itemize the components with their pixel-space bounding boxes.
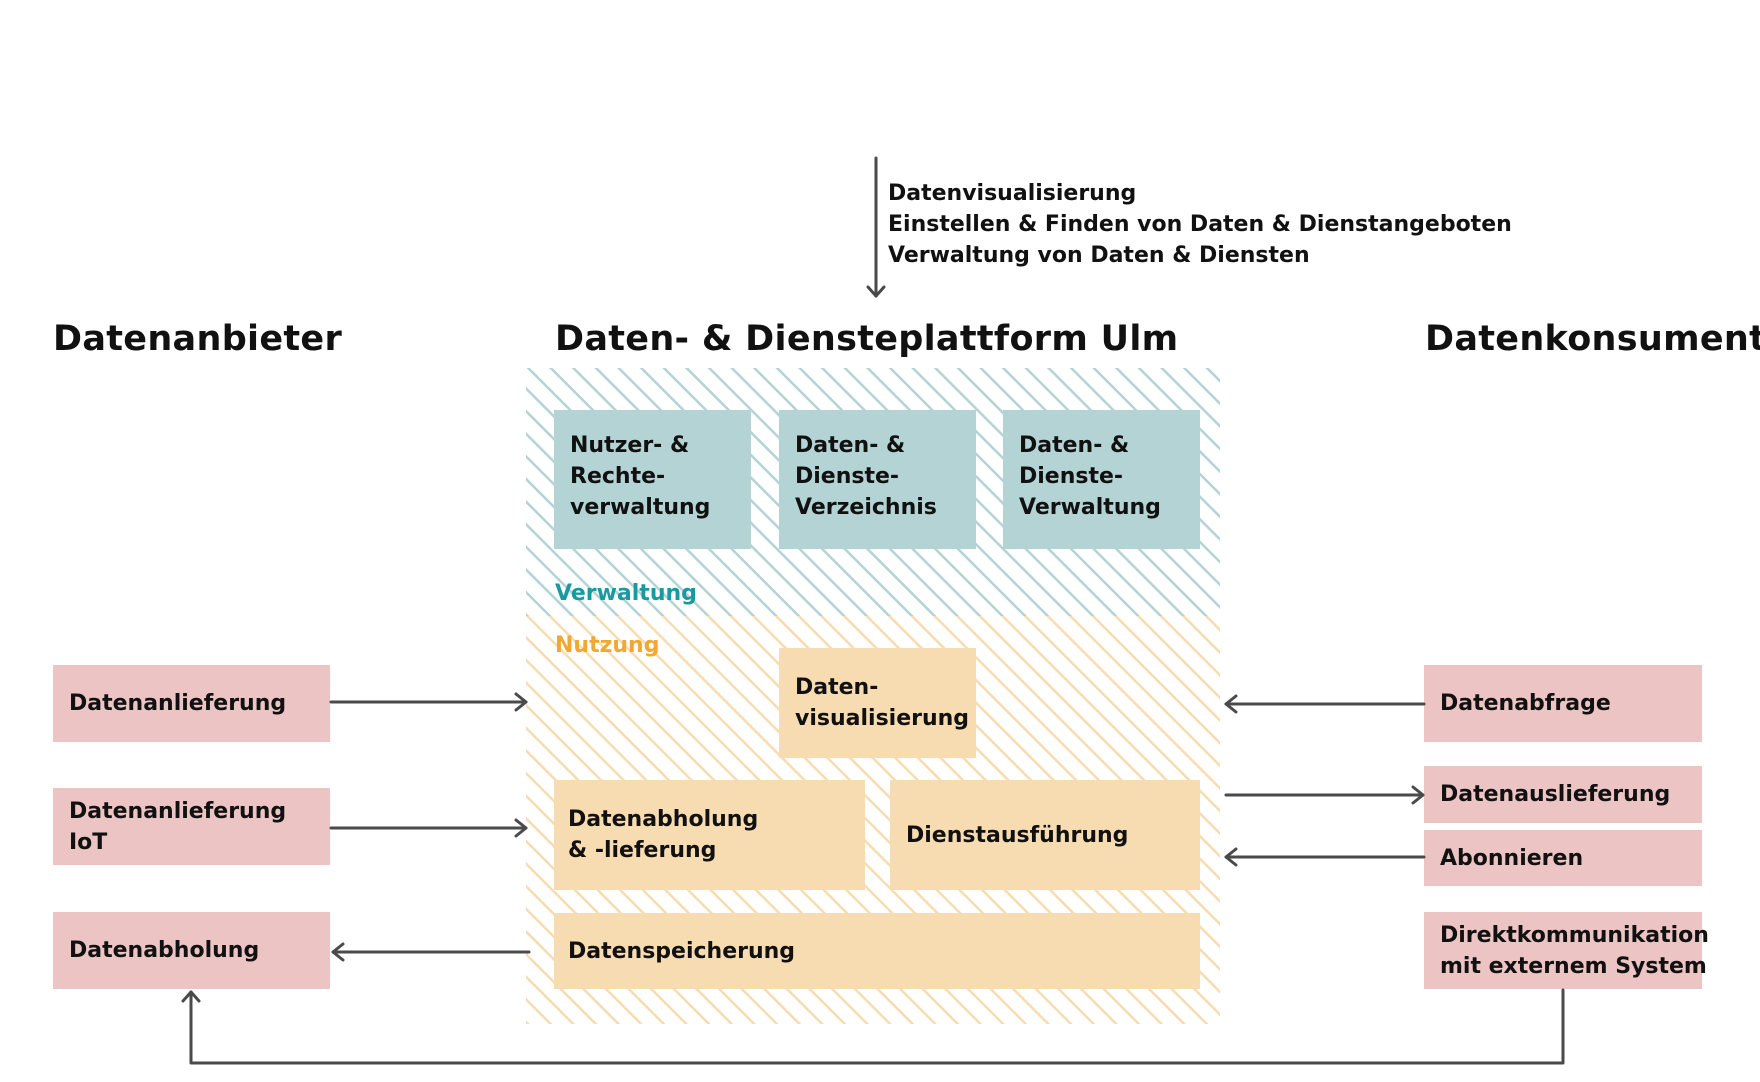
box-label: Datenauslieferung [1440, 782, 1671, 807]
box-direktkommunikation: Direktkommunikation mit externem System [1424, 912, 1709, 989]
heading-platform: Daten- & Diensteplattform Ulm [555, 319, 1179, 359]
box-datenanlieferung: Datenanlieferung [53, 665, 330, 742]
top-note-2: Einstellen & Finden von Daten & Dienstan… [888, 212, 1512, 237]
box-datenvisualisierung: Daten- visualisierung [779, 648, 976, 758]
box-dienste-verzeichnis: Daten- & Dienste- Verzeichnis [779, 410, 976, 549]
arrow-datenanlieferung-iot [329, 818, 528, 838]
top-note-1: Datenvisualisierung [888, 181, 1137, 206]
box-label: Datenabholung [69, 938, 260, 963]
zone-label-verwaltung: Verwaltung [555, 581, 697, 606]
box-label: Datenanlieferung [69, 691, 287, 716]
box-label: Daten- & Dienste- Verwaltung [1019, 433, 1161, 520]
arrow-direktkommunikation-loop [181, 988, 1565, 1065]
arrow-top-down [866, 156, 886, 298]
box-datenanlieferung-iot: Datenanlieferung IoT [53, 788, 330, 865]
box-label: Datenanlieferung IoT [69, 798, 287, 855]
box-abonnieren: Abonnieren [1424, 830, 1702, 886]
box-datenauslieferung: Datenauslieferung [1424, 766, 1702, 823]
arrow-datenabfrage [1224, 694, 1426, 714]
box-dienstausfuehrung: Dienstausführung [890, 780, 1200, 890]
box-label: Datenspeicherung [568, 938, 796, 964]
box-datenabholung: Datenabholung [53, 912, 330, 989]
box-datenabholung-lieferung: Datenabholung & -lieferung [554, 780, 865, 890]
arrow-datenauslieferung [1224, 785, 1425, 805]
box-label: Nutzer- & Rechte- verwaltung [570, 433, 711, 520]
zone-label-nutzung: Nutzung [555, 633, 660, 658]
heading-datenkonsument: Datenkonsument [1425, 319, 1760, 359]
box-label: Direktkommunikation mit externem System [1440, 922, 1709, 979]
arrow-abonnieren [1224, 847, 1426, 867]
box-nutzer-rechteverwaltung: Nutzer- & Rechte- verwaltung [554, 410, 751, 549]
box-label: Datenabholung & -lieferung [568, 807, 759, 863]
arrow-datenanlieferung [329, 692, 528, 712]
box-label: Daten- visualisierung [795, 675, 970, 731]
box-datenabfrage: Datenabfrage [1424, 665, 1702, 742]
box-label: Daten- & Dienste- Verzeichnis [795, 433, 937, 520]
heading-datenanbieter: Datenanbieter [53, 319, 343, 359]
top-note-3: Verwaltung von Daten & Diensten [888, 243, 1310, 268]
box-label: Dienstausführung [906, 822, 1129, 848]
box-datenspeicherung: Datenspeicherung [554, 913, 1200, 989]
box-dienste-verwaltung: Daten- & Dienste- Verwaltung [1003, 410, 1200, 549]
box-label: Datenabfrage [1440, 691, 1611, 716]
arrow-datenabholung [331, 942, 531, 962]
box-label: Abonnieren [1440, 845, 1584, 871]
